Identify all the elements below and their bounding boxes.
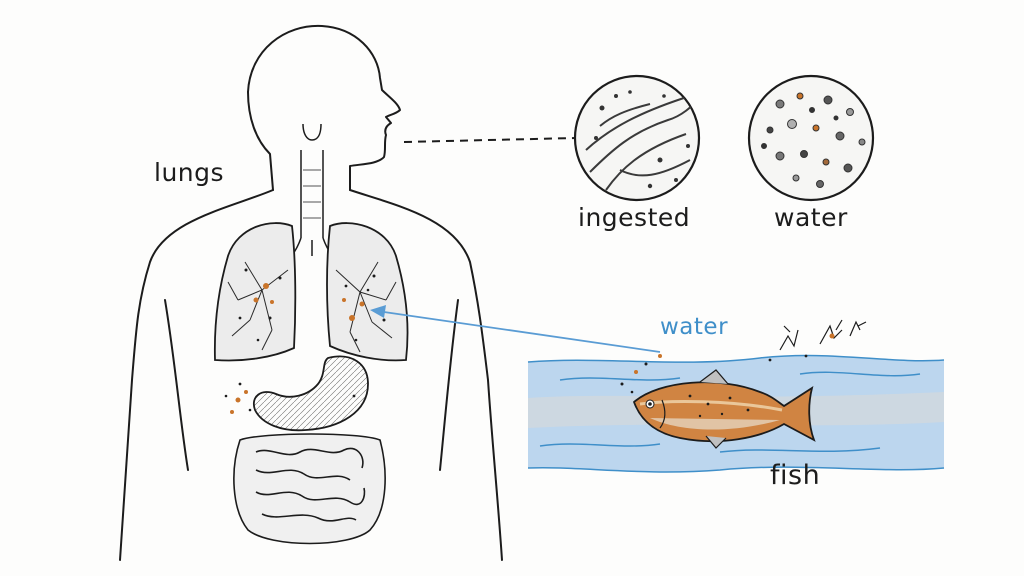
- label-fish: fish: [770, 460, 821, 491]
- intestines-icon: [233, 433, 386, 545]
- ingested-sample-circle: [573, 74, 701, 202]
- fish-icon: [632, 369, 816, 449]
- water-sample-circle: [747, 74, 875, 202]
- label-water-stream: water: [660, 314, 729, 340]
- lung-icon: [213, 222, 409, 362]
- lung-to-water-arrow: [370, 305, 661, 353]
- stomach-icon: [224, 355, 369, 432]
- label-lungs: lungs: [154, 158, 225, 187]
- human-body-outline: [119, 24, 503, 561]
- label-ingested: ingested: [578, 203, 691, 232]
- label-water-sample: water: [774, 203, 848, 232]
- dotted-leader-line: [403, 137, 577, 143]
